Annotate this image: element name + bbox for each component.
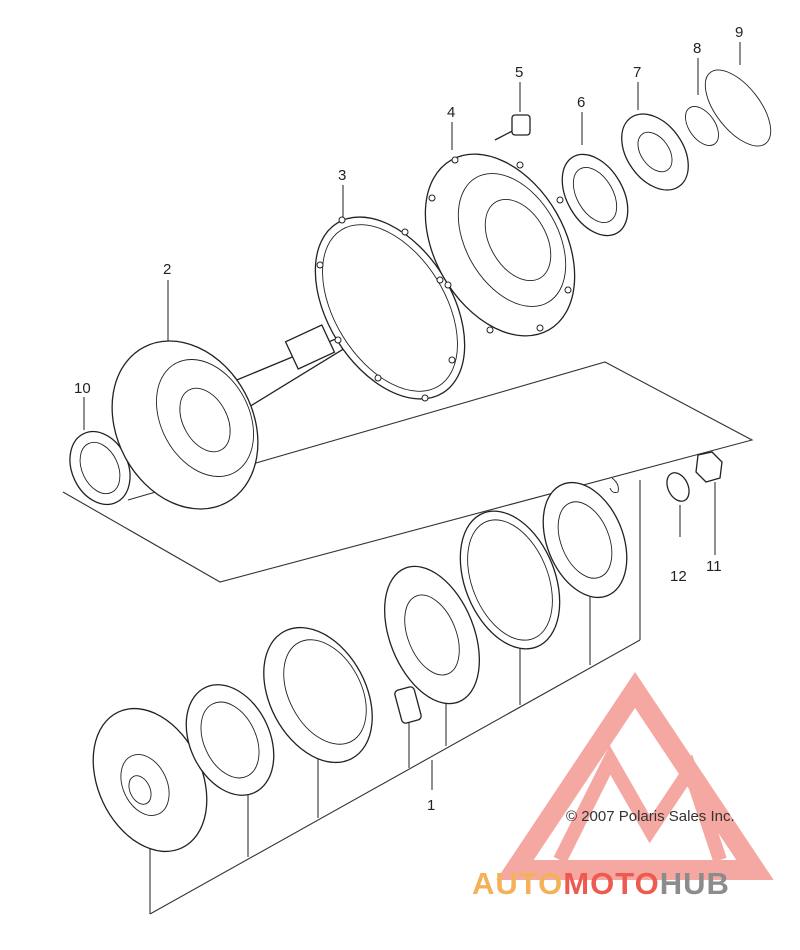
part-4-cover (424, 153, 576, 337)
callout-2: 2 (163, 261, 171, 278)
part-9-retaining-ring (704, 69, 772, 147)
part-2-housing-shaft (111, 324, 346, 510)
part-8-snap-ring (685, 106, 719, 146)
callout-labels: 1 2 3 4 5 6 7 8 9 10 11 12 (74, 24, 743, 814)
watermark-brand: AUTOMOTOHUB (472, 866, 730, 902)
part-12-washer (666, 472, 690, 502)
part-3-gasket (314, 216, 466, 402)
callout-5: 5 (515, 64, 523, 81)
watermark-logo-icon (496, 671, 774, 880)
part-1-clutch-assembly (92, 481, 628, 853)
part-6-bearing (561, 153, 629, 237)
callout-8: 8 (693, 40, 701, 57)
upper-group-frame (62, 361, 754, 583)
callout-6: 6 (577, 94, 585, 111)
brand-part-hub: HUB (659, 866, 730, 901)
callout-11: 11 (706, 558, 722, 575)
part-5-bolt (494, 114, 531, 141)
callout-9: 9 (735, 24, 743, 41)
part-7-washer (621, 113, 689, 191)
brand-part-auto: AUTO (472, 866, 564, 901)
callout-3: 3 (338, 167, 346, 184)
callout-1: 1 (427, 797, 435, 814)
part-clip (609, 477, 619, 493)
callout-12: 12 (670, 568, 687, 585)
brand-part-moto: MOTO (563, 866, 660, 901)
callout-10: 10 (74, 380, 91, 397)
leader-lines (83, 42, 741, 790)
copyright-notice: © 2007 Polaris Sales Inc. (566, 808, 735, 825)
callout-7: 7 (633, 64, 641, 81)
part-11-nut (695, 451, 723, 483)
callout-4: 4 (447, 104, 455, 121)
